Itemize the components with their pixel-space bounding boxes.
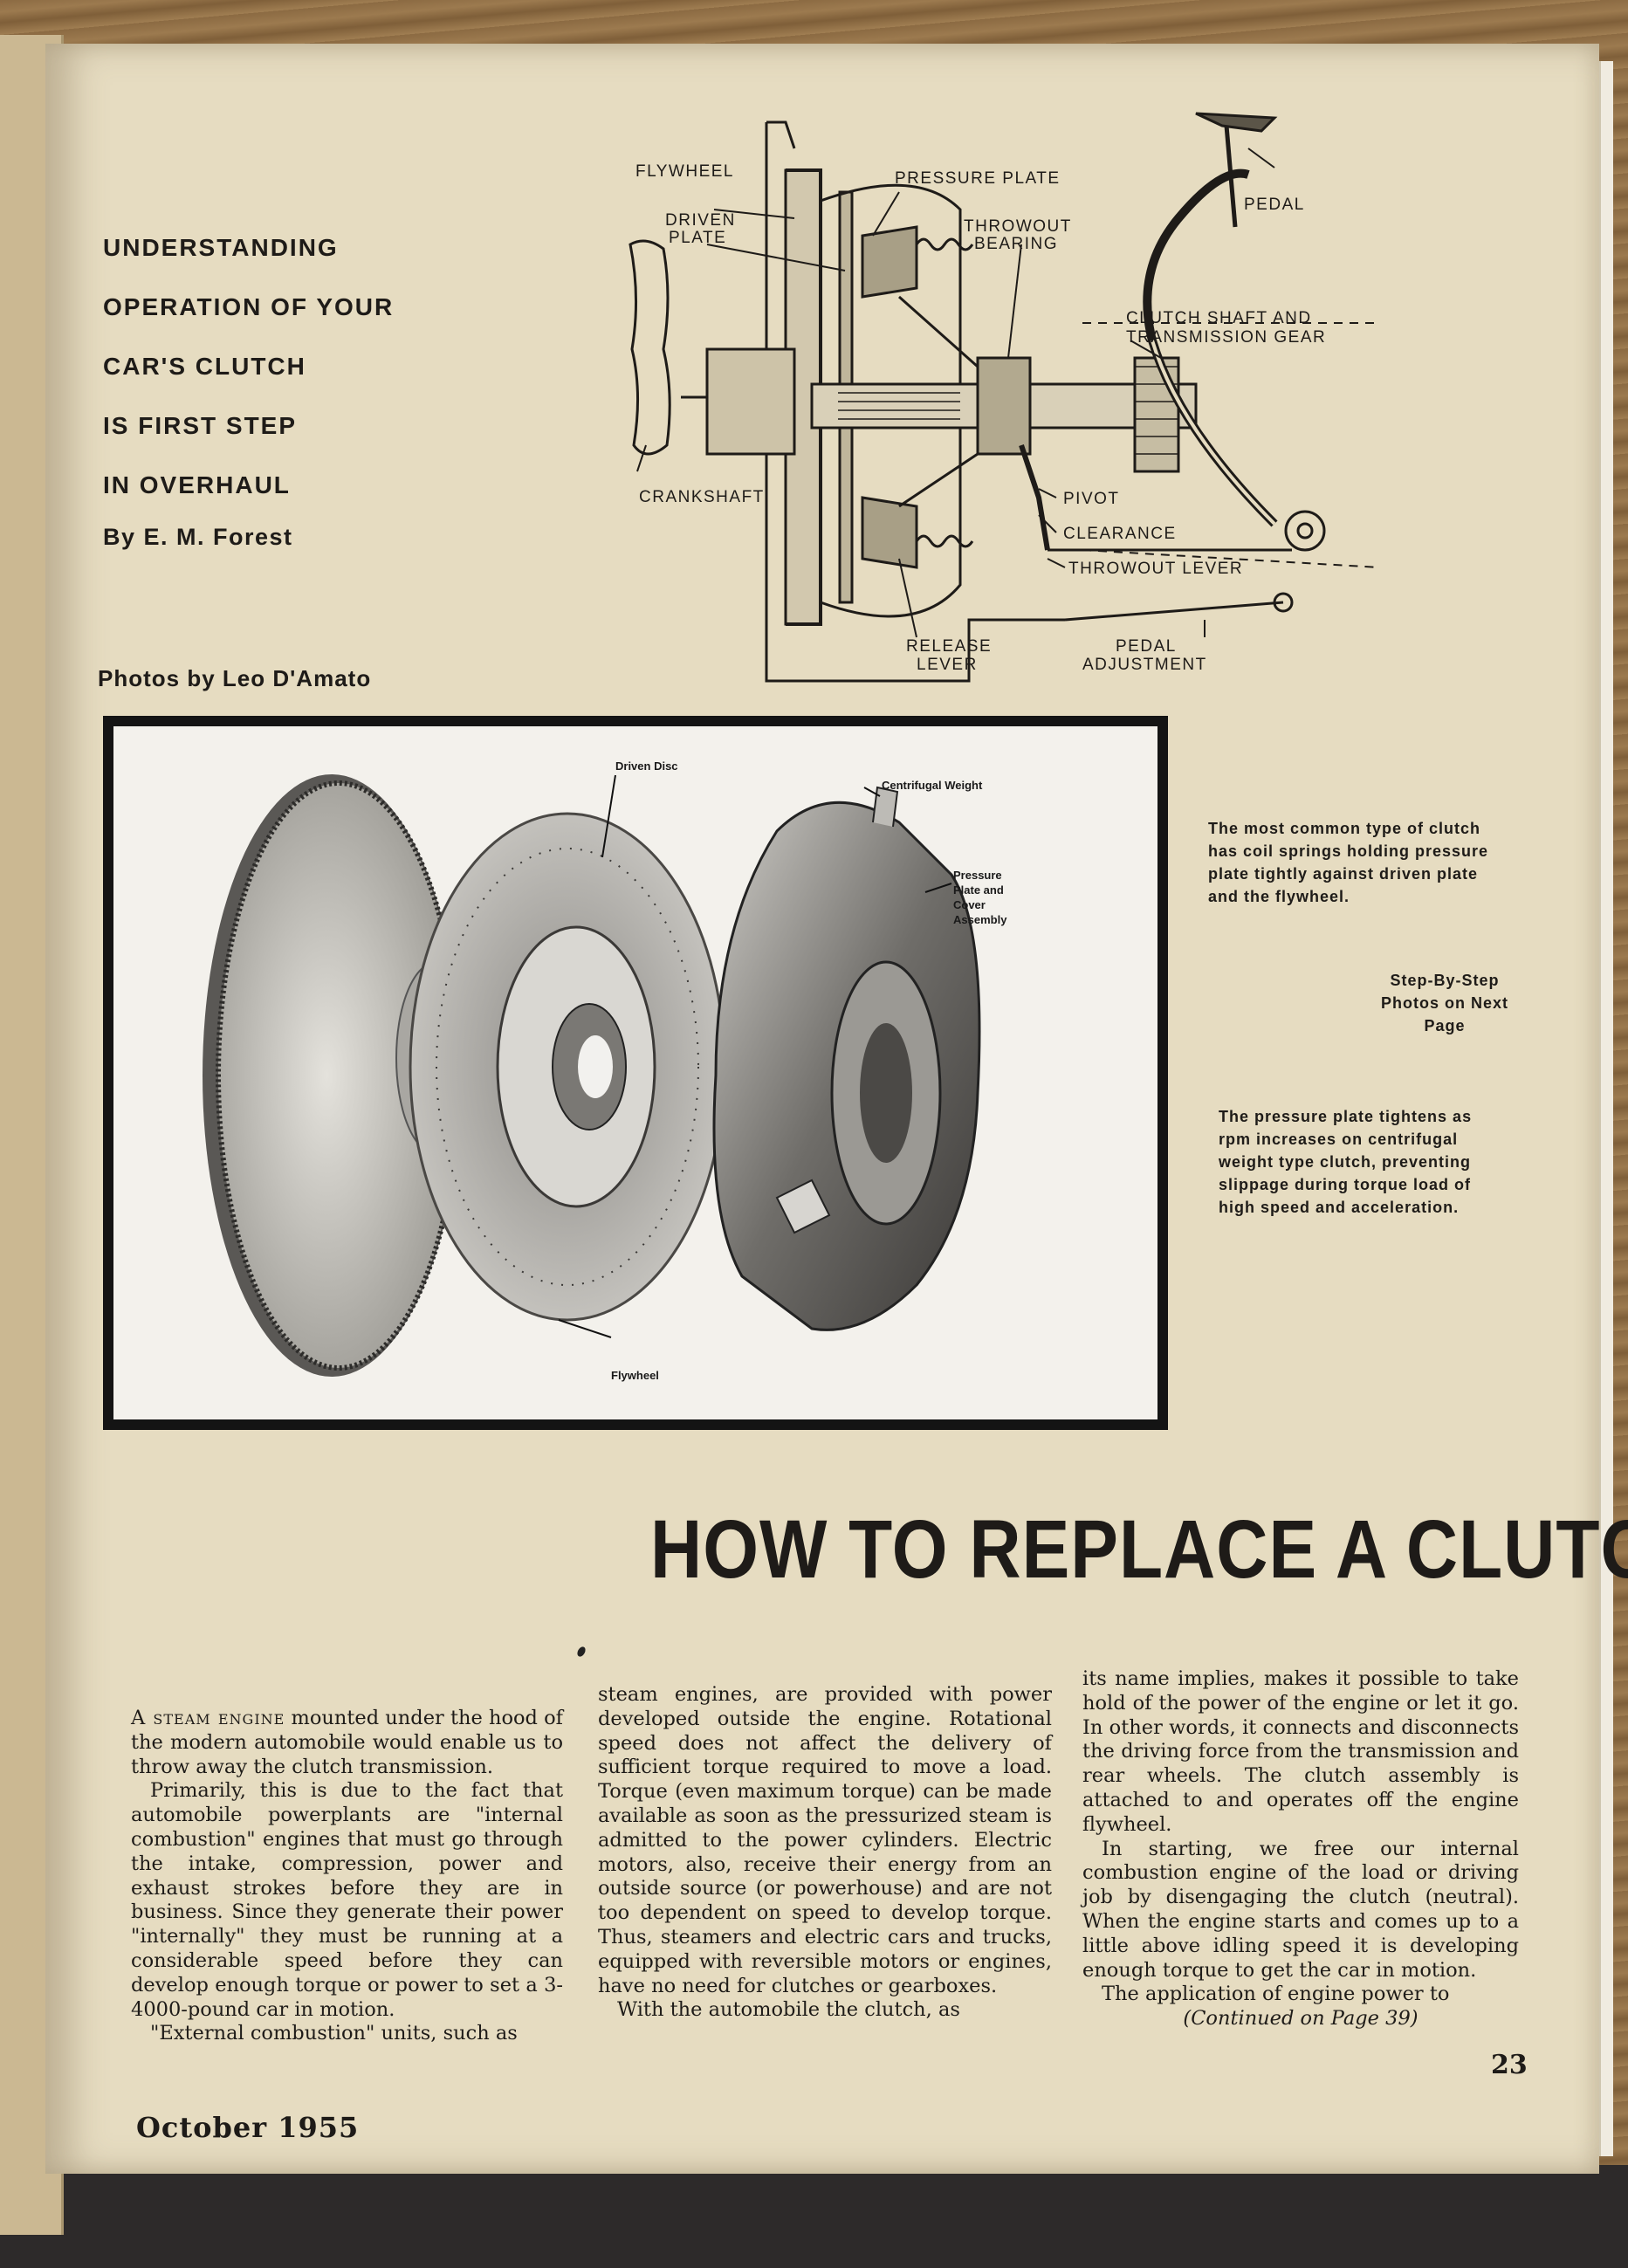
body-column-2: steam engines, are provided with power d… [598,1683,1052,2023]
body-column-1: A steam engine mounted under the hood of… [131,1707,563,2046]
label-clearance: CLEARANCE [1063,525,1177,543]
issue-date-footer: October 1955 [136,2111,360,2144]
kicker-line: IN OVERHAUL [103,471,291,498]
label-pressure-plate: PRESSURE PLATE [895,169,1061,188]
label-release-lever: RELEASE [906,637,992,656]
caption-step-by-step: Step-By-Step Photos on Next Page [1380,972,1508,1034]
photo-label-driven-disc: Driven Disc [615,759,678,773]
label-pedal-adjustment: PEDAL [1116,637,1177,656]
paragraph: In starting, we free our internal combus… [1082,1837,1519,1982]
clutch-parts-illustration: Driven Disc Centrifugal Weight Pressure … [203,759,1007,1382]
clutch-exploded-photo: Driven Disc Centrifugal Weight Pressure … [103,716,1168,1430]
label-pivot: PIVOT [1063,490,1120,508]
photo-label-pressure-plate: Assembly [953,913,1007,926]
paragraph: steam engines, are provided with power d… [598,1683,1052,1997]
label-throwout-bearing: THROWOUT [964,217,1072,236]
lead-in: A steam engine [131,1707,285,1729]
kicker-line: CAR'S CLUTCH [103,353,306,380]
paragraph: "External combustion" units, such as [150,2022,518,2045]
label-throwout-lever: THROWOUT LEVER [1068,560,1243,578]
caption-common-type: The most common type of clutch has coil … [1208,820,1489,905]
label-pedal-adjustment: ADJUSTMENT [1082,656,1207,674]
label-clutch-shaft: CLUTCH SHAFT AND [1126,309,1312,327]
label-release-lever: LEVER [917,656,978,674]
label-clutch-shaft: TRANSMISSION GEAR [1126,328,1326,347]
paragraph: mounted under the hood of the modern aut… [131,1707,563,1778]
headline: HOW TO REPLACE A CLUTCH [650,1504,1628,1596]
clutch-cross-section-diagram: FLYWHEEL PRESSURE PLATE PEDAL DRIVEN PLA… [629,112,1379,683]
label-flywheel: FLYWHEEL [635,162,734,181]
paragraph: its name implies, makes it possible to t… [1082,1667,1519,1836]
dark-bottom-edge [0,2165,1628,2268]
label-throwout-bearing: BEARING [974,235,1058,253]
page-stack-edge [1599,61,1613,2156]
kicker-line: IS FIRST STEP [103,412,298,439]
kicker-line: OPERATION OF YOUR [103,293,395,320]
paragraph: Primarily, this is due to the fact that … [131,1779,563,2021]
label-pedal: PEDAL [1244,196,1305,214]
continued-note: (Continued on Page 39) [1183,2007,1418,2031]
paragraph: The application of engine power to [1102,1983,1450,2006]
label-driven-plate: DRIVEN [665,211,736,230]
page-number: 23 [1491,2050,1528,2080]
photo-label-pressure-plate: Cover [953,898,986,911]
kicker-line: UNDERSTANDING [103,234,339,261]
caption-pressure-plate: The pressure plate tightens as rpm incre… [1219,1108,1473,1216]
label-crankshaft: CRANKSHAFT [639,488,765,506]
photo-label-pressure-plate: Pressure [953,869,1002,882]
photo-label-flywheel: Flywheel [611,1369,659,1382]
photo-label-centrifugal-weight: Centrifugal Weight [882,779,983,792]
photo-credit: Photos by Leo D'Amato [98,665,372,691]
paragraph: With the automobile the clutch, as [617,1998,960,2022]
body-column-3: its name implies, makes it possible to t… [1082,1667,1519,2031]
byline: By E. M. Forest [103,524,293,550]
article-kicker: UNDERSTANDING OPERATION OF YOUR CAR'S CL… [103,218,417,515]
label-driven-plate: PLATE [669,229,726,247]
photo-label-pressure-plate: Plate and [953,883,1004,897]
